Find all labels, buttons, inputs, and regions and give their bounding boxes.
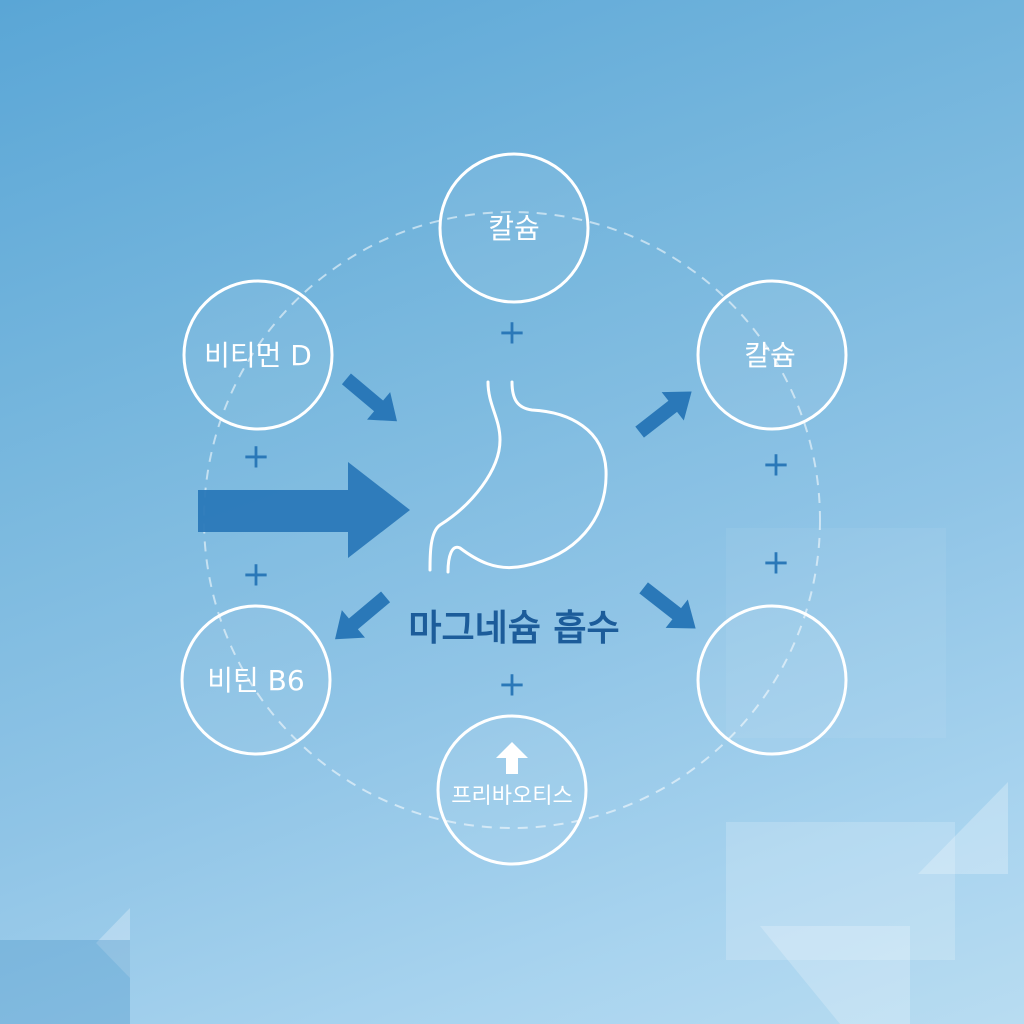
center-label: 마그네슘 흡수: [408, 608, 619, 649]
decor-square-left: [0, 940, 130, 1024]
node-circle: [696, 604, 848, 756]
node-label: 비틴 B6: [207, 664, 304, 697]
connector-plus: +: [762, 543, 791, 583]
node-label: 비티먼 D: [204, 339, 312, 372]
node-vitamin-d: 비티먼 D: [182, 279, 334, 431]
node-calcium-top: 칼슘: [438, 152, 590, 304]
background-decor: [0, 528, 1008, 1024]
node-vitamin-b6: 비틴 B6: [180, 604, 332, 756]
node-label: 칼슘: [488, 212, 540, 245]
decor-faint-panel: [726, 528, 946, 738]
flow-arrows: [335, 373, 696, 640]
decor-panel-right: [726, 822, 955, 960]
connector-plus: +: [242, 555, 271, 595]
node-calcium-right: 칼슘: [696, 279, 848, 431]
node-label: 칼슘: [744, 339, 796, 372]
arrow-up-icon: [496, 742, 528, 774]
node-circle: [438, 152, 590, 304]
node-circle: [696, 279, 848, 431]
decor-triangle-bottom: [760, 926, 910, 1024]
connector-plus: +: [498, 665, 527, 705]
arrow-from-vitamin-d: [341, 373, 397, 422]
decor-triangle-left: [96, 908, 130, 978]
decor-triangle-right: [918, 782, 1008, 874]
main-input-arrow: [198, 462, 410, 558]
connector-plus: +: [242, 437, 271, 477]
node-empty-right: [696, 604, 848, 756]
node-prebiotics: 프리바오티스: [436, 714, 588, 866]
arrow-to-calcium-right: [635, 391, 692, 438]
connector-plus: +: [498, 313, 527, 353]
dashed-ring: [203, 211, 821, 829]
node-circle: [182, 279, 334, 431]
node-label: 프리바오티스: [451, 784, 572, 809]
stomach-icon: [428, 380, 608, 574]
node-circle: [436, 714, 588, 866]
connector-plus: +: [762, 445, 791, 485]
connectors: + + + + + +: [242, 313, 791, 705]
arrow-to-empty-node: [639, 582, 696, 629]
arrow-to-vitamin-b6: [335, 591, 391, 640]
node-circle: [180, 604, 332, 756]
